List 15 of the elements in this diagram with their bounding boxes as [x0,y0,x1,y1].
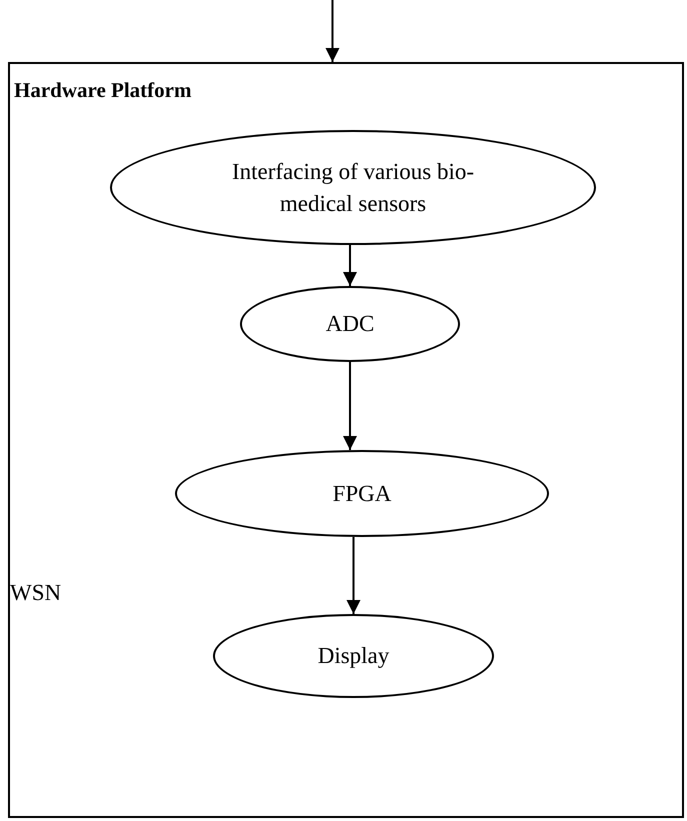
process-ellipse [240,286,460,362]
arrow [346,537,360,614]
node-label: FPGA [332,480,392,508]
side-label: WSN [10,580,62,606]
process-ellipse [110,130,596,245]
process-ellipse [213,614,494,698]
box-heading: Hardware Platform [14,78,192,103]
arrow [343,362,357,450]
arrow [325,0,340,62]
process-ellipse [175,450,549,537]
node-label: ADC [326,310,374,338]
node-label: Display [318,642,390,670]
arrow [343,245,357,286]
node-label: Interfacing of various bio-medical sensors [230,158,476,218]
platform-box [8,62,684,818]
